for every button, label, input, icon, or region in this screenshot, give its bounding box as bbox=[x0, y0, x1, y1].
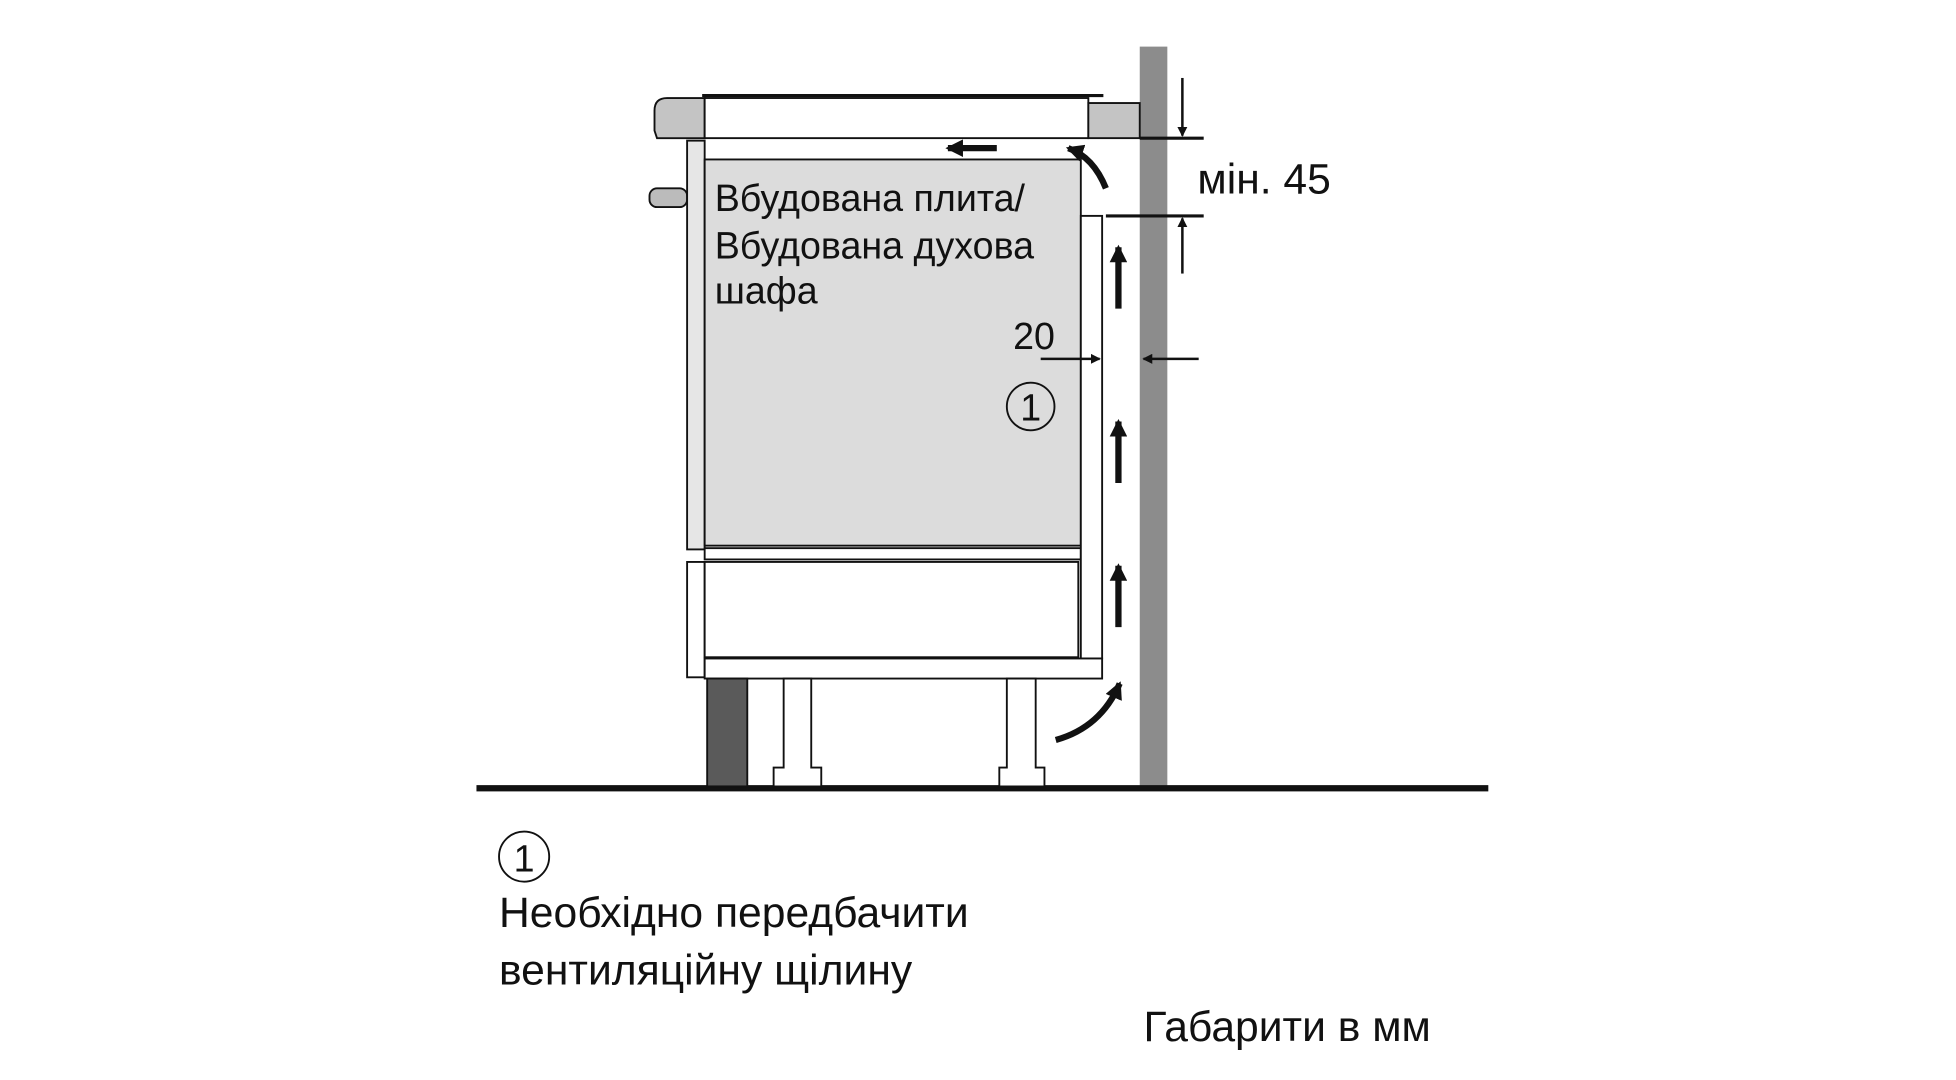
dimension-20-label: 20 bbox=[1013, 315, 1055, 357]
floor-line bbox=[476, 785, 1489, 792]
leg-left bbox=[772, 677, 823, 788]
callout-marker: 1 bbox=[1005, 381, 1056, 432]
leg-right bbox=[998, 677, 1046, 788]
knob bbox=[648, 187, 689, 209]
legend-line-2: вентиляційну щілину bbox=[499, 946, 913, 994]
svg-text:1: 1 bbox=[1020, 386, 1041, 428]
plinth bbox=[706, 677, 749, 788]
shelf bbox=[703, 547, 1082, 561]
airflow-arrows bbox=[945, 139, 1128, 744]
units-note: Габарити в мм bbox=[1144, 1003, 1431, 1051]
side-panel bbox=[1079, 214, 1104, 660]
legend-marker-circle bbox=[498, 830, 551, 883]
front-panel-upper bbox=[686, 139, 706, 551]
drawer bbox=[703, 561, 1080, 659]
cooktop bbox=[653, 93, 1141, 140]
legend-line-1: Необхідно передбачити bbox=[499, 889, 969, 937]
bottom-board bbox=[703, 657, 1104, 680]
legend-marker: 1 bbox=[514, 838, 535, 880]
appliance-label-line-1: Вбудована плита/ bbox=[715, 177, 1026, 219]
appliance-label-line-2: Вбудована духова bbox=[715, 225, 1034, 267]
appliance-body bbox=[703, 158, 1082, 547]
legend: 1 Необхідно передбачити вентиляційну щіл… bbox=[498, 830, 969, 994]
dimension-min45-label: мін. 45 bbox=[1197, 155, 1330, 203]
front-panel-lower bbox=[686, 561, 706, 679]
appliance-label-line-3: шафа bbox=[715, 270, 818, 312]
wall bbox=[1139, 46, 1168, 787]
cabinet bbox=[648, 139, 1104, 788]
dimension-min45 bbox=[1105, 77, 1204, 274]
